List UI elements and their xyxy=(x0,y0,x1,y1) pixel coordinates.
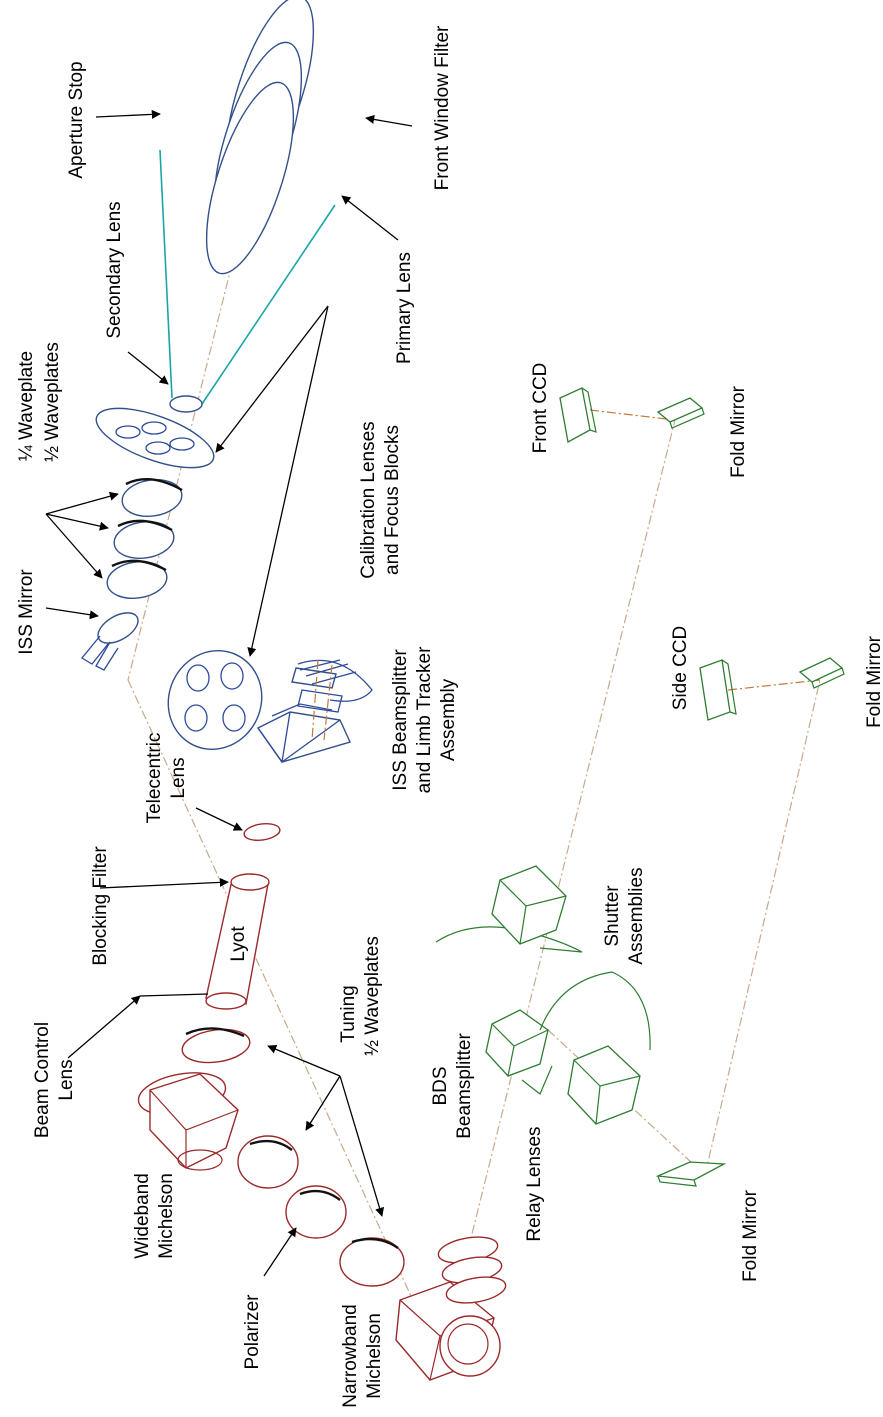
label-telecentric-2: Lens xyxy=(168,757,189,798)
label-narrowband-1: Narrowband xyxy=(340,1304,361,1408)
label-shutter-2: Assemblies xyxy=(626,867,647,964)
lyot-filter-element xyxy=(205,873,270,1010)
label-beam-control-2: Lens xyxy=(56,1059,77,1100)
label-quarter-waveplate: ¼ Waveplate xyxy=(16,351,37,461)
label-lyot: Lyot xyxy=(228,926,249,962)
iss-beamsplitter-assembly xyxy=(256,659,373,763)
fold-mirror-3-element xyxy=(655,1161,727,1187)
label-fold-mirror-1: Fold Mirror xyxy=(728,385,749,478)
bds-beamsplitter-element xyxy=(485,1009,549,1077)
beam-control-lens-element xyxy=(181,1027,251,1064)
label-polarizer: Polarizer xyxy=(242,1294,263,1370)
secondary-lens xyxy=(169,395,203,413)
camera-section xyxy=(435,387,845,1304)
label-iss-beamsplitter-3: Assembly xyxy=(438,678,459,761)
relay-optical-axis xyxy=(467,419,676,1251)
label-iss-beamsplitter-2: and Limb Tracker xyxy=(414,646,435,793)
label-calibration-lenses-2: and Focus Blocks xyxy=(382,425,403,575)
labels: Front Window Filter Aperture Stop Second… xyxy=(16,25,883,1408)
fold-mirror-1-element xyxy=(656,397,705,429)
label-beam-control-1: Beam Control xyxy=(32,1022,53,1138)
label-shutter-1: Shutter xyxy=(602,885,623,947)
label-tuning-2: ½ Waveplates xyxy=(362,936,383,1056)
label-side-ccd: Side CCD xyxy=(670,626,691,710)
filter-section xyxy=(137,822,501,1381)
narrowband-michelson-element xyxy=(395,1281,501,1381)
front-ccd-element xyxy=(559,387,597,444)
calibration-wheel-top xyxy=(95,407,215,469)
label-half-waveplates-top: ½ Waveplates xyxy=(42,342,63,462)
calibration-wheel-bottom xyxy=(167,649,263,751)
label-wideband-1: Wideband xyxy=(132,1173,153,1259)
quarter-waveplate-element xyxy=(121,478,183,518)
iss-mirror-element xyxy=(81,612,139,671)
label-telecentric-1: Telecentric xyxy=(144,733,165,824)
wideband-michelson-element xyxy=(137,1072,239,1171)
relay-lenses-element xyxy=(437,1236,507,1304)
label-front-ccd: Front CCD xyxy=(530,363,551,454)
lower-optical-axis xyxy=(127,679,423,1321)
tuning-waveplate-2 xyxy=(339,1237,405,1287)
polarizer-element xyxy=(285,1185,347,1239)
label-tuning-1: Tuning xyxy=(338,985,359,1042)
label-fold-mirror-2: Fold Mirror xyxy=(864,635,883,728)
side-ccd-axis xyxy=(727,679,821,691)
fold-mirror-2-element xyxy=(798,657,845,689)
label-relay-lenses: Relay Lenses xyxy=(524,1126,545,1241)
label-calibration-lenses-1: Calibration Lenses xyxy=(358,421,379,578)
label-iss-mirror: ISS Mirror xyxy=(16,569,37,655)
label-wideband-2: Michelson xyxy=(156,1173,177,1259)
label-secondary-lens: Secondary Lens xyxy=(104,201,125,338)
label-bds-2: Beamsplitter xyxy=(454,1033,475,1139)
label-aperture-stop: Aperture Stop xyxy=(66,61,87,178)
label-fold-mirror-3: Fold Mirror xyxy=(740,1189,761,1282)
side-ccd-element xyxy=(699,659,737,721)
label-blocking-filter: Blocking Filter xyxy=(90,846,111,966)
label-front-window-filter: Front Window Filter xyxy=(432,25,453,190)
telecentric-lens-element xyxy=(243,822,281,842)
label-primary-lens: Primary Lens xyxy=(394,252,415,364)
side-return-axis xyxy=(704,679,821,1176)
half-waveplate-element-2 xyxy=(106,559,168,600)
label-iss-beamsplitter-1: ISS Beamsplitter xyxy=(390,649,411,791)
telescope-section xyxy=(81,0,373,763)
cone-edge-left xyxy=(159,149,173,399)
front-ccd-axis xyxy=(589,409,676,421)
half-waveplate-element-1 xyxy=(113,519,175,560)
shutter-assembly-1 xyxy=(435,865,583,953)
leader-arrows xyxy=(45,109,413,1277)
shutter-assembly-2 xyxy=(521,971,651,1125)
tuning-waveplate-1 xyxy=(237,1135,299,1189)
primary-lens xyxy=(205,81,295,275)
cone-edge-right xyxy=(201,204,336,405)
label-narrowband-2: Michelson xyxy=(364,1313,385,1399)
label-bds-1: BDS xyxy=(430,1066,451,1105)
